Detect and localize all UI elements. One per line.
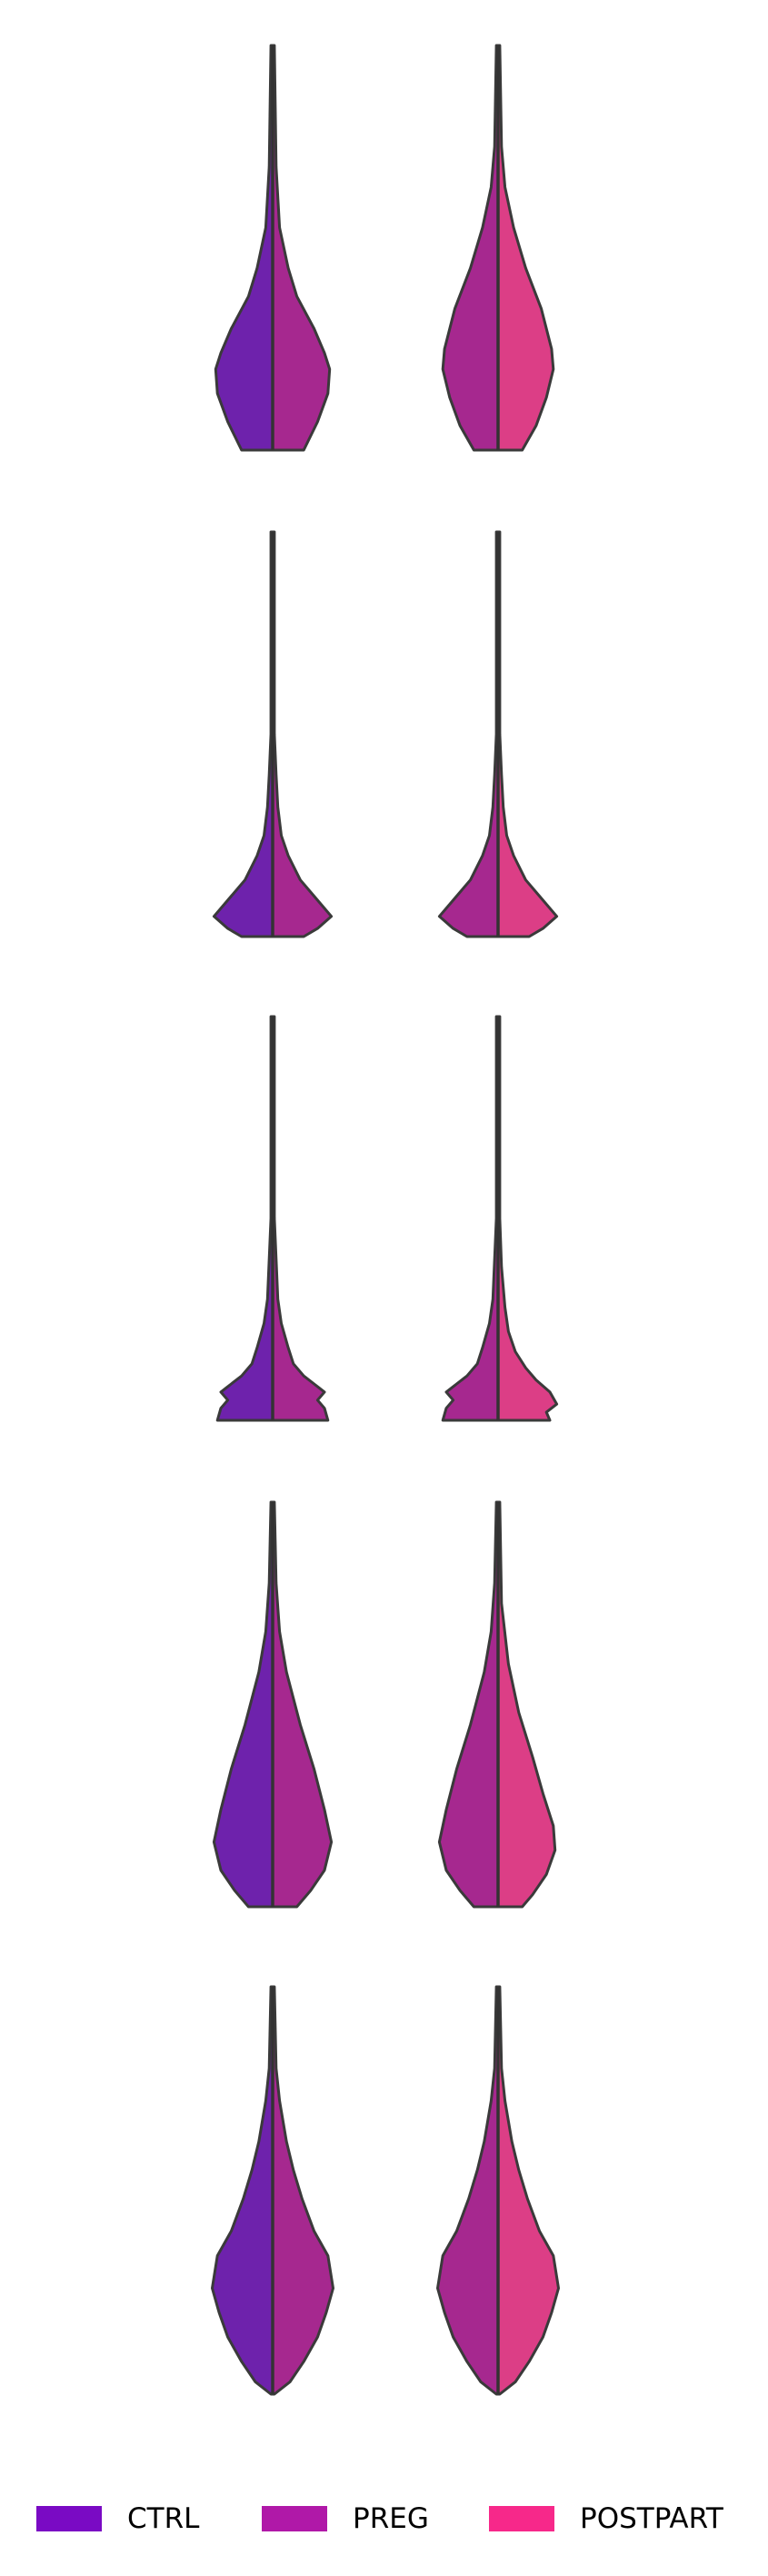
legend-item-postpart: POSTPART — [489, 2491, 723, 2546]
legend: CTRL PREG POSTPART — [0, 2491, 768, 2546]
violin-half-row4-col2-right-postpart — [496, 1500, 557, 1909]
violin-half-row3-col2-left-preg — [441, 1015, 500, 1422]
violin-half-row3-col2-right-postpart — [496, 1015, 559, 1422]
violin-half-row5-col1-left-ctrl — [211, 1985, 274, 2396]
violin-plots — [211, 44, 560, 2396]
violin-half-row4-col1-right-preg — [271, 1500, 334, 1909]
violin-half-row3-col1-right-preg — [271, 1015, 330, 1422]
legend-swatch-postpart — [489, 2506, 554, 2531]
violin-half-row2-col2-left-preg — [437, 530, 500, 938]
legend-label-preg: PREG — [353, 2502, 429, 2535]
violin-half-row1-col1-left-ctrl — [214, 44, 274, 452]
violin-figure — [211, 44, 560, 2396]
violin-half-row1-col2-left-preg — [441, 44, 500, 452]
violin-half-row1-col1-right-preg — [271, 44, 332, 452]
violin-half-row2-col2-right-postpart — [496, 530, 559, 938]
legend-label-postpart: POSTPART — [580, 2502, 723, 2535]
violin-half-row5-col2-right-postpart — [496, 1985, 560, 2396]
violin-half-row5-col1-right-preg — [271, 1985, 334, 2396]
legend-item-preg: PREG — [262, 2491, 429, 2546]
violin-half-row2-col1-right-preg — [271, 530, 334, 938]
violin-half-row1-col2-right-postpart — [496, 44, 555, 452]
legend-swatch-ctrl — [36, 2506, 102, 2531]
legend-item-ctrl: CTRL — [36, 2491, 199, 2546]
legend-swatch-preg — [262, 2506, 327, 2531]
violin-half-row4-col1-left-ctrl — [212, 1500, 274, 1909]
violin-half-row3-col1-left-ctrl — [215, 1015, 274, 1422]
violin-half-row4-col2-left-preg — [437, 1500, 500, 1909]
violin-half-row5-col2-left-preg — [436, 1985, 500, 2396]
violin-half-row2-col1-left-ctrl — [212, 530, 274, 938]
legend-label-ctrl: CTRL — [127, 2502, 200, 2535]
